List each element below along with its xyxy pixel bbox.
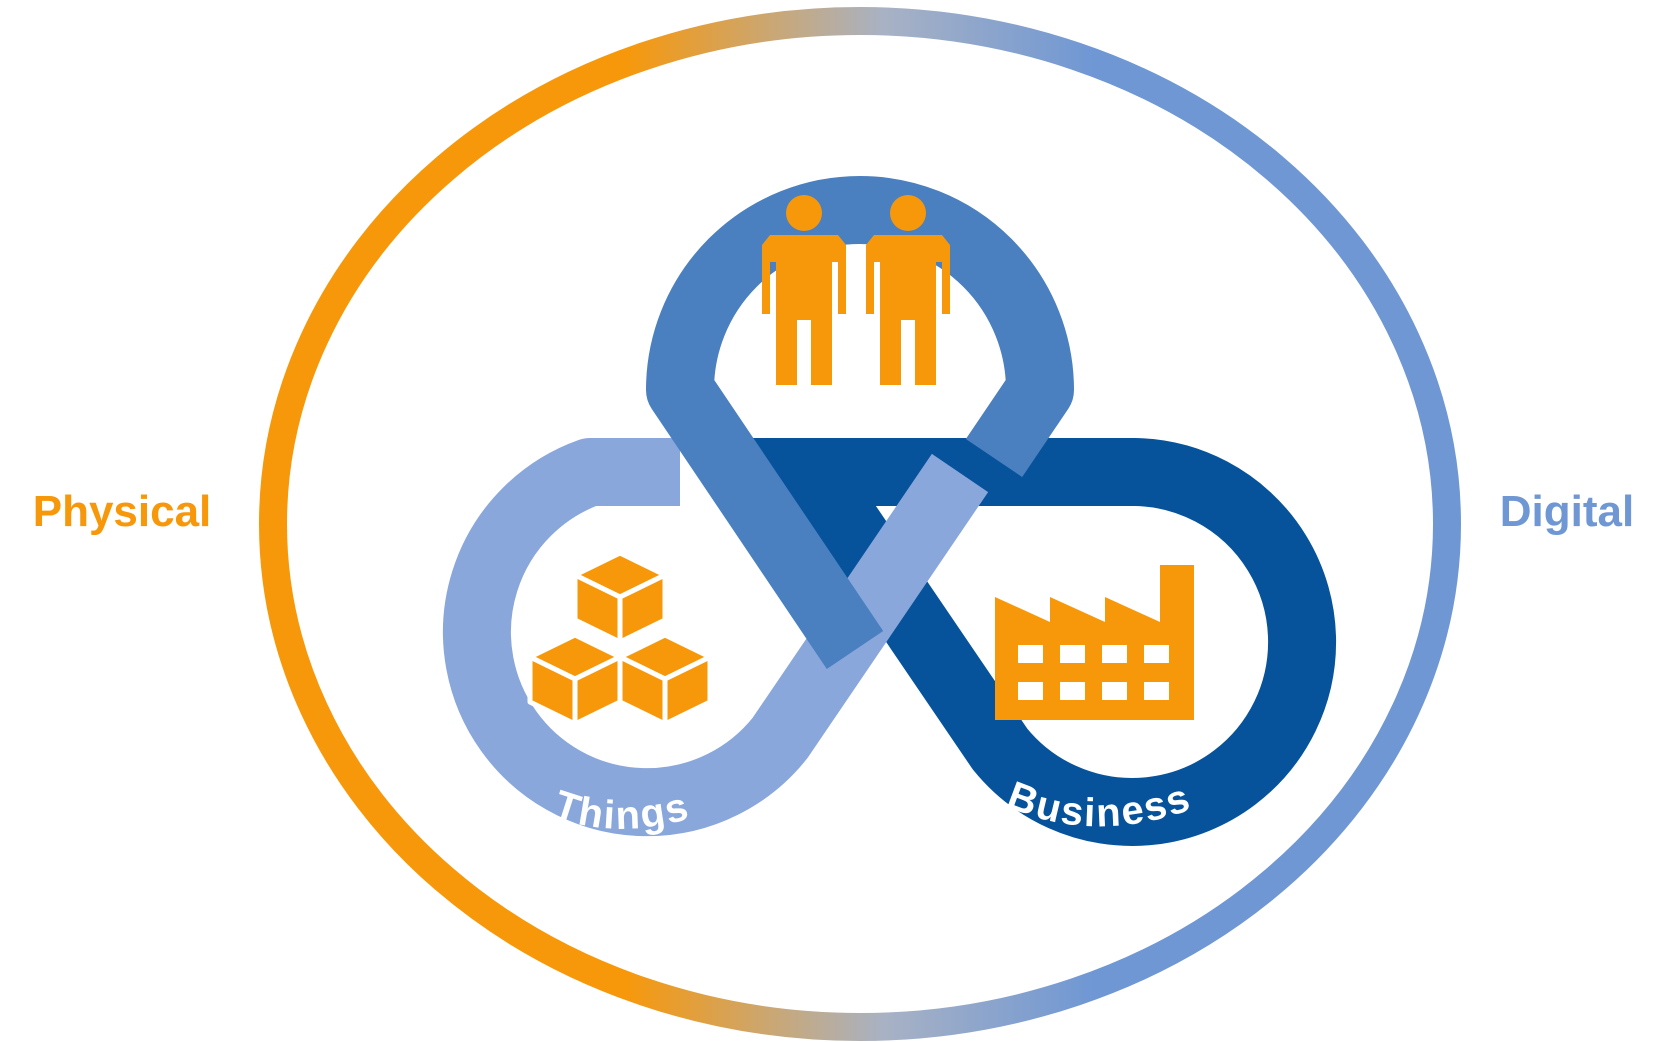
business-loop <box>740 438 1337 846</box>
factory-windows <box>1018 645 1169 700</box>
person-figure <box>866 195 950 385</box>
factory-icon <box>995 565 1194 720</box>
physical-label: Physical <box>33 487 212 536</box>
people-label: People <box>783 85 937 136</box>
cube-left <box>527 632 623 727</box>
people-loop <box>646 176 1074 669</box>
things-loop <box>442 438 989 837</box>
stacked-cubes-icon <box>527 550 713 727</box>
cube-top <box>572 550 668 645</box>
outer-ring <box>259 7 1461 1041</box>
digital-label: Digital <box>1500 487 1634 536</box>
person-figure <box>762 195 846 385</box>
cube-right <box>617 632 713 727</box>
two-people-icon <box>762 195 950 385</box>
